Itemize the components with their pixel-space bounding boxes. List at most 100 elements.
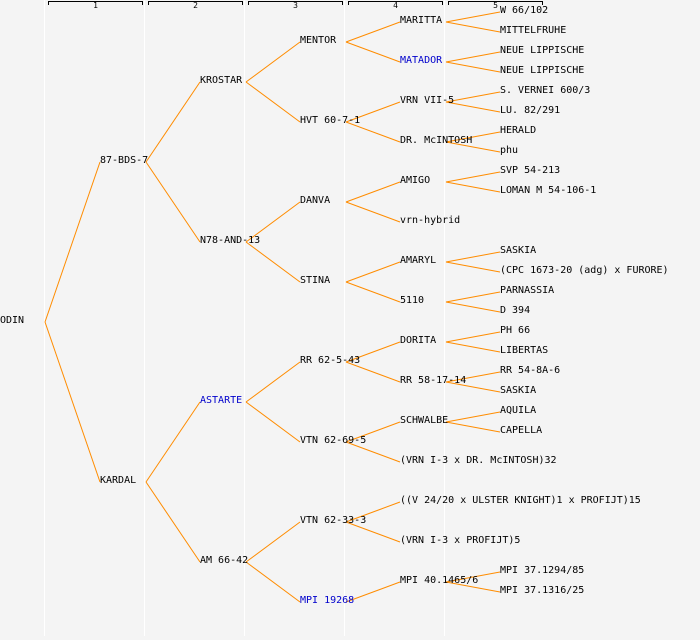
column-separator [144,0,145,636]
pedigree-node-gen3: RR 62-5-43 [300,355,361,366]
connector-line [345,121,401,143]
column-separator [44,0,45,636]
connector-line [445,341,501,353]
connector-line [345,261,401,283]
pedigree-node-gen5: PH 66 [500,325,531,336]
connector-line [445,51,501,63]
pedigree-node-gen5: D 394 [500,305,531,316]
connector-line [345,101,401,123]
pedigree-node-gen5: (CPC 1673-20 (adg) x FURORE) [500,265,669,276]
connector-line [445,91,501,103]
pedigree-node-gen4: 5110 [400,295,425,306]
connector-line [445,411,501,423]
connector-line [245,241,301,283]
connector-line [145,161,201,243]
connector-line [345,41,401,63]
connector-line [345,501,401,523]
pedigree-node-gen4: AMARYL [400,255,437,266]
generation-number: 5 [493,1,498,10]
connector-line [445,251,501,263]
pedigree-node-gen5: S. VERNEI 600/3 [500,85,591,96]
connector-line [245,41,301,83]
generation-number: 4 [393,1,398,10]
connector-line [345,581,401,603]
column-separator [244,0,245,636]
pedigree-node-gen4: (VRN I-3 x PROFIJT)5 [400,535,521,546]
pedigree-node-gen5: CAPELLA [500,425,543,436]
connector-line [245,521,301,563]
pedigree-node-gen5: NEUE LIPPISCHE [500,65,585,76]
connector-line [245,401,301,443]
pedigree-node-gen3: VTN 62-69-5 [300,435,367,446]
pedigree-node-gen5: SASKIA [500,245,537,256]
pedigree-node-gen5: LIBERTAS [500,345,549,356]
connector-line [445,141,501,153]
pedigree-node-gen4: DR. McINTOSH [400,135,473,146]
pedigree-node-gen3: VTN 62-33-3 [300,515,367,526]
pedigree-node-gen5: LU. 82/291 [500,105,561,116]
connector-line [445,571,501,583]
pedigree-node-gen5: SASKIA [500,385,537,396]
connector-line [445,131,501,143]
column-separator [344,0,345,636]
connector-line [245,81,301,123]
connector-line [245,201,301,243]
pedigree-node-gen1: 87-BDS-7 [100,155,149,166]
pedigree-node-gen3[interactable]: MPI 19268 [300,595,355,606]
column-separator [444,0,445,636]
pedigree-node-gen2[interactable]: ASTARTE [200,395,243,406]
connector-line [345,281,401,303]
pedigree-node-gen3: MENTOR [300,35,337,46]
connector-line [445,291,501,303]
pedigree-node-gen5: PARNASSIA [500,285,555,296]
pedigree-node-gen5: MITTELFRUHE [500,25,567,36]
pedigree-node-gen4: DORITA [400,335,437,346]
pedigree-node-gen5: W 66/102 [500,5,549,16]
generation-number: 3 [293,1,298,10]
pedigree-node-gen4: AMIGO [400,175,431,186]
pedigree-node-gen5: HERALD [500,125,537,136]
pedigree-node-gen2: KROSTAR [200,75,243,86]
connector-line [345,181,401,203]
pedigree-node-gen5: NEUE LIPPISCHE [500,45,585,56]
connector-line [445,21,501,33]
pedigree-node-gen4: MPI 40.1465/6 [400,575,479,586]
connector-line [445,331,501,343]
generation-number: 2 [193,1,198,10]
pedigree-node-gen4: VRN VII-5 [400,95,455,106]
connector-line [345,421,401,443]
connector-line [445,581,501,593]
pedigree-node-gen5: phu [500,145,519,156]
generation-number: 1 [93,1,98,10]
connector-line [345,21,401,43]
pedigree-node-gen5: AQUILA [500,405,537,416]
pedigree-node-gen4: SCHWALBE [400,415,449,426]
pedigree-node-gen5: SVP 54-213 [500,165,561,176]
pedigree-node-gen4: RR 58-17-14 [400,375,467,386]
pedigree-node-gen4: (VRN I-3 x DR. McINTOSH)32 [400,455,557,466]
connector-line [445,181,501,193]
connector-line [445,11,501,23]
pedigree-node-gen2: AM 66-42 [200,555,249,566]
pedigree-node-gen5: MPI 37.1294/85 [500,565,585,576]
connector-line [345,441,401,463]
connector-line [44,321,101,483]
connector-line [445,261,501,273]
pedigree-node-gen4: ((V 24/20 x ULSTER KNIGHT)1 x PROFIJT)15 [400,495,641,506]
connector-line [145,401,201,483]
pedigree-node-gen4[interactable]: MATADOR [400,55,443,66]
connector-line [145,81,201,163]
connector-line [445,371,501,383]
connector-line [145,481,201,563]
pedigree-node-gen1: KARDAL [100,475,137,486]
connector-line [445,301,501,313]
connector-line [445,381,501,393]
connector-line [245,561,301,603]
connector-line [345,521,401,543]
pedigree-node-gen4: vrn-hybrid [400,215,461,226]
connector-line [345,201,401,223]
pedigree-node-gen3: HVT 60-7-1 [300,115,361,126]
pedigree-node-gen3: DANVA [300,195,331,206]
pedigree-node-gen5: RR 54-8A-6 [500,365,561,376]
connector-line [345,341,401,363]
